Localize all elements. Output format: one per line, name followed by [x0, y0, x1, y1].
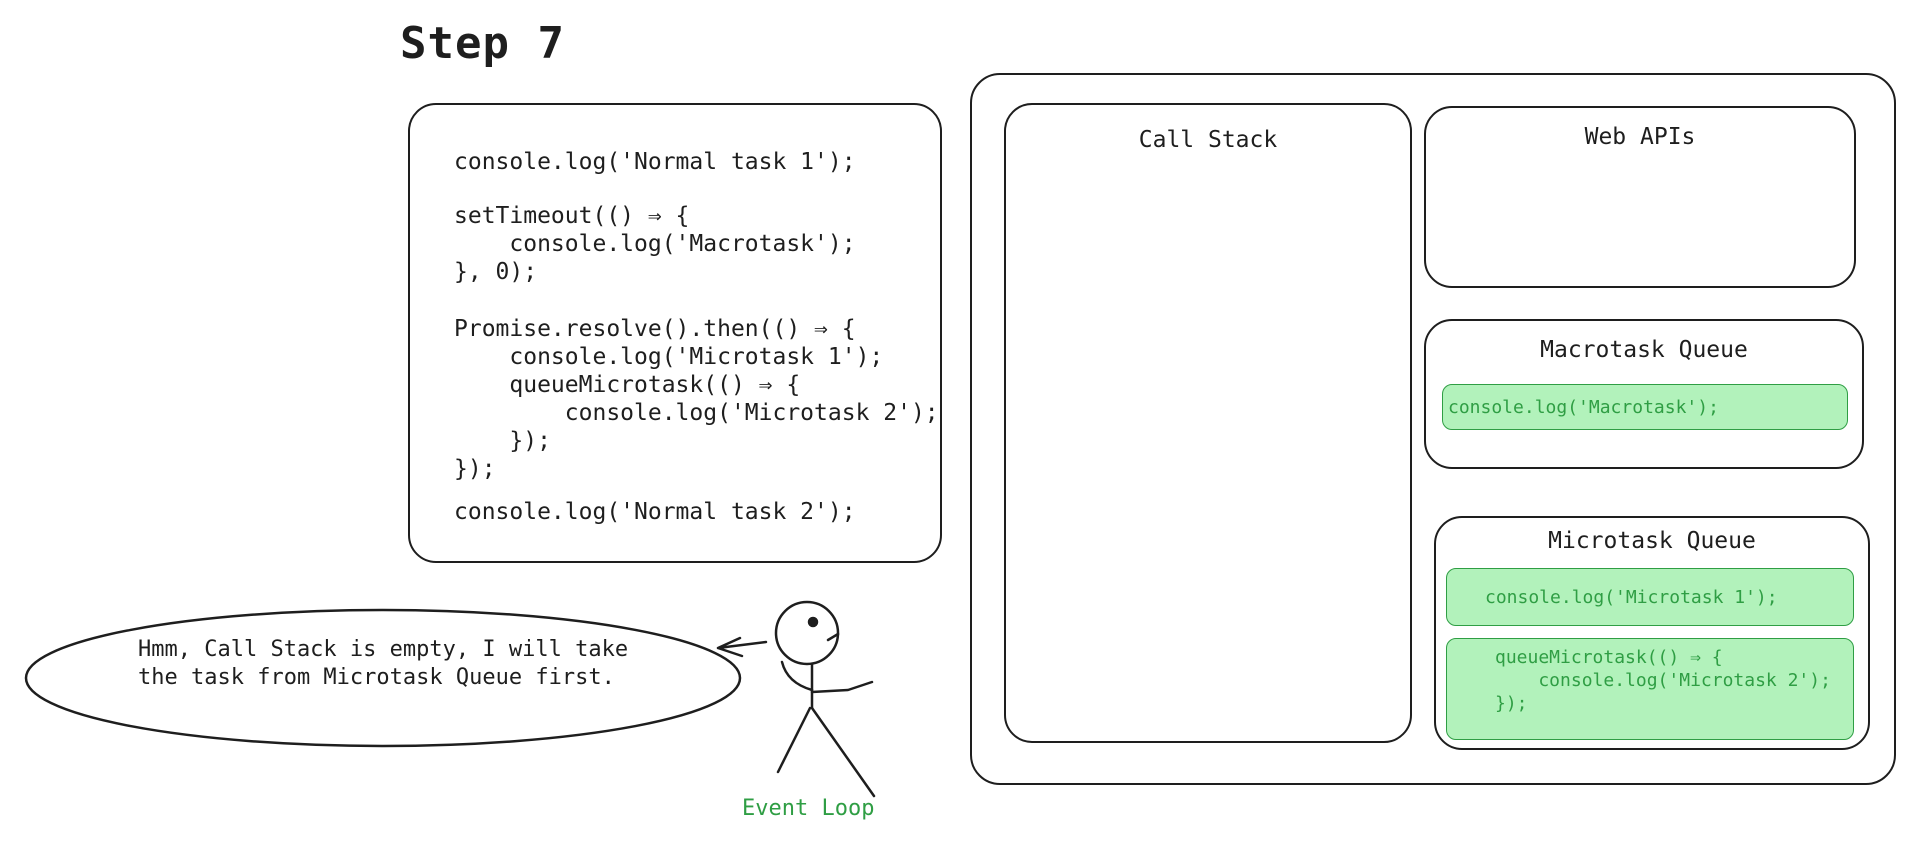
microtask-item-1: console.log('Microtask 1'); [1446, 568, 1854, 626]
macrotask-queue-title: Macrotask Queue [1540, 337, 1748, 363]
code-block-set-timeout: setTimeout(() ⇒ { console.log('Macrotask… [454, 203, 856, 285]
stick-figure-leg-right [810, 706, 876, 798]
call-stack-title: Call Stack [1138, 127, 1278, 153]
web-apis-panel: Web APIs [1424, 106, 1856, 288]
step-title: Step 7 [400, 18, 565, 69]
code-panel [408, 103, 942, 563]
stick-figure-leg-left [776, 706, 812, 774]
microtask-item-2-code: queueMicrotask(() ⇒ { console.log('Micro… [1495, 647, 1831, 714]
code-block-normal-task-1: console.log('Normal task 1'); [454, 149, 856, 175]
microtask-queue-title: Microtask Queue [1548, 528, 1756, 554]
code-block-normal-task-2: console.log('Normal task 2'); [454, 499, 856, 525]
stick-figure-arm-left [780, 660, 814, 692]
macrotask-queue-panel: Macrotask Queue console.log('Macrotask')… [1424, 319, 1864, 469]
speech-bubble-shape [24, 608, 742, 748]
speech-bubble-pointer [716, 636, 768, 658]
speech-bubble-text: Hmm, Call Stack is empty, I will take th… [138, 637, 642, 690]
event-loop-label: Event Loop [742, 796, 875, 821]
stick-figure-arm-right [810, 680, 874, 694]
macrotask-item-code: console.log('Macrotask'); [1448, 397, 1719, 418]
macrotask-item: console.log('Macrotask'); [1442, 384, 1848, 430]
stick-figure-eye [807, 616, 819, 628]
call-stack-panel: Call Stack [1004, 103, 1412, 743]
code-block-promise: Promise.resolve().then(() ⇒ { console.lo… [454, 316, 939, 482]
microtask-item-2: queueMicrotask(() ⇒ { console.log('Micro… [1446, 638, 1854, 740]
stick-figure-head [774, 600, 840, 666]
web-apis-title: Web APIs [1584, 124, 1696, 150]
microtask-queue-panel: Microtask Queue console.log('Microtask 1… [1434, 516, 1870, 750]
runtime-container [970, 73, 1896, 785]
microtask-item-1-code: console.log('Microtask 1'); [1485, 587, 1778, 608]
stick-figure-mouth [826, 632, 840, 642]
